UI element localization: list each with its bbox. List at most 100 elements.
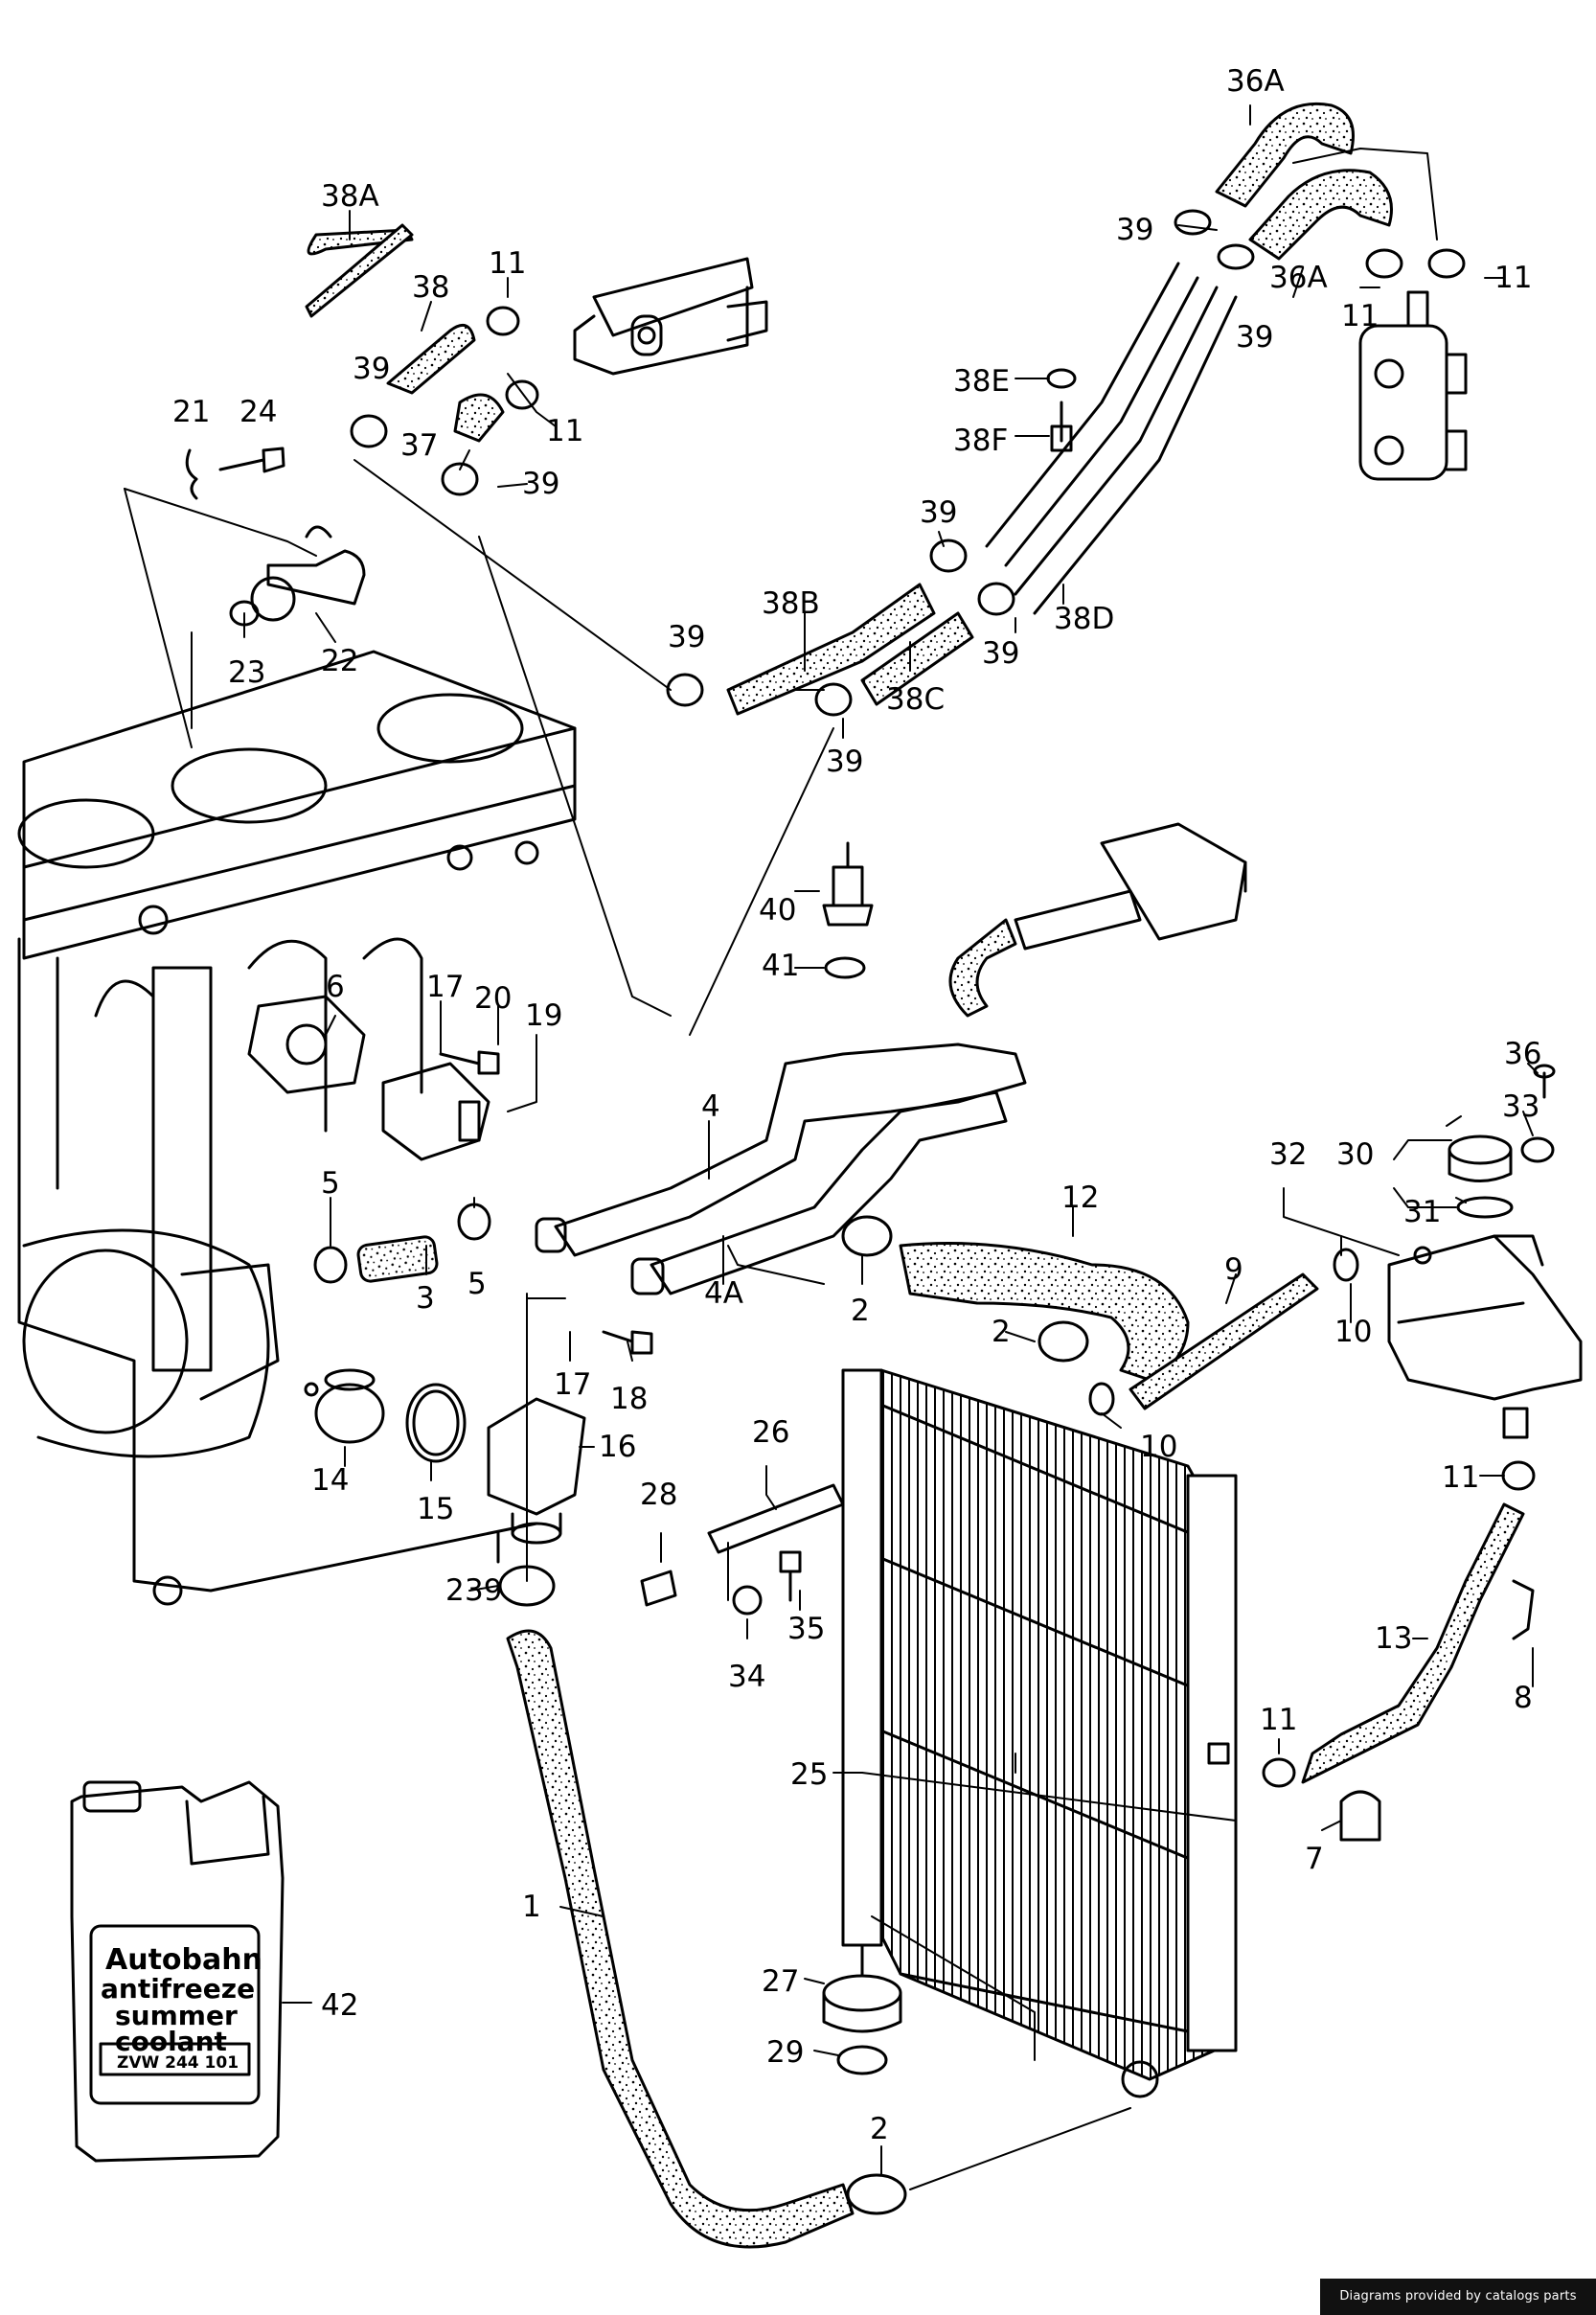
callout-38F: 38F [953, 424, 1008, 458]
housing-16 [487, 1397, 586, 1545]
callout-2-mid: 2 [992, 1315, 1011, 1349]
callout-17-lower: 17 [554, 1367, 591, 1402]
hose-36A-lower [1248, 169, 1393, 261]
hose-38B [726, 583, 936, 716]
callout-38A: 38A [321, 179, 379, 214]
callout-39-right: 39 [1236, 320, 1273, 355]
callout-24: 24 [239, 395, 277, 429]
fitting-38E-38F [1046, 368, 1077, 452]
bottle-label-line3: summer [115, 2000, 238, 2031]
callout-41: 41 [762, 949, 799, 983]
callout-26: 26 [752, 1415, 789, 1450]
clamp-2-bottom [846, 2173, 907, 2215]
nut-34 [732, 1585, 763, 1616]
callout-11-tank: 11 [1442, 1460, 1479, 1495]
callout-2-thermostat: 2 [445, 1573, 465, 1608]
mount-27 [822, 1943, 902, 2033]
callout-27: 27 [762, 1964, 799, 1999]
pipe-4A [630, 1090, 1008, 1295]
pipe-38D [985, 262, 1238, 615]
washer-41 [824, 956, 866, 979]
callout-31: 31 [1403, 1195, 1441, 1229]
hose-3 [356, 1235, 439, 1283]
bolt-28 [640, 1570, 677, 1607]
seal-31 [1456, 1196, 1514, 1219]
bottle-label-line4: coolant [115, 2026, 227, 2057]
clamp-2-upper [841, 1215, 893, 1257]
callout-2-upper: 2 [851, 1294, 870, 1328]
bottle-part-number: ZVW 244 101 [117, 2053, 239, 2073]
callout-10-right: 10 [1334, 1315, 1372, 1349]
callout-8: 8 [1514, 1681, 1533, 1715]
callout-18: 18 [610, 1382, 648, 1416]
callout-19: 19 [525, 998, 562, 1033]
callout-10-lower: 10 [1140, 1430, 1177, 1464]
credit-banner: Diagrams provided by catalogs parts [1320, 2279, 1596, 2315]
hose-38 [386, 323, 476, 395]
o-ring-15 [405, 1383, 467, 1463]
coolant-bottle-42 [70, 1780, 285, 2163]
callout-13: 13 [1375, 1621, 1412, 1656]
clamps-11 [486, 248, 1466, 1788]
callout-36A-top: 36A [1226, 64, 1285, 99]
hose-1 [506, 1629, 855, 2249]
callout-labels: 36A 36A 39 39 11 11 38A 38 11 39 11 37 3… [172, 64, 1541, 2146]
callout-11-top-right-a: 11 [1341, 299, 1379, 333]
clip-8 [1512, 1579, 1535, 1640]
callout-34: 34 [728, 1660, 765, 1694]
bottle-label-line1: Autobahn [105, 1943, 262, 1977]
callout-4A: 4A [704, 1276, 743, 1311]
clamp-5-left [313, 1246, 348, 1284]
leader-lines [124, 104, 1539, 2190]
flange-6 [247, 995, 366, 1094]
callout-4: 4 [701, 1089, 720, 1124]
cap-30 [1448, 1135, 1513, 1182]
clamp-5-right [457, 1203, 491, 1241]
callout-1: 1 [522, 1890, 541, 1924]
callout-39-center-top: 39 [920, 495, 957, 530]
callout-39-left-lower: 39 [522, 467, 559, 501]
pipe-4 [535, 1043, 1027, 1257]
callout-22: 22 [321, 644, 358, 678]
pipe-22 [250, 525, 366, 622]
callout-39-left-center: 39 [668, 620, 705, 654]
heater-valve-top-right [1358, 290, 1468, 481]
callout-11-left-lower: 11 [546, 414, 583, 448]
callout-14: 14 [311, 1463, 349, 1498]
callout-38D: 38D [1054, 602, 1114, 636]
hose-9 [1129, 1272, 1319, 1410]
callout-21: 21 [172, 395, 210, 429]
clamp-2-mid [1037, 1320, 1089, 1363]
callout-23: 23 [228, 655, 265, 690]
callout-39-top-left: 39 [353, 352, 390, 386]
engine-block [17, 650, 577, 1606]
hose-12 [899, 1242, 1190, 1382]
clamps-39 [350, 209, 1255, 717]
callout-5-right: 5 [467, 1267, 487, 1301]
callout-11-radiator: 11 [1260, 1703, 1297, 1737]
callout-9: 9 [1224, 1252, 1243, 1287]
clip-7 [1339, 1790, 1381, 1842]
callout-2-bottom: 2 [870, 2112, 889, 2146]
callout-38B: 38B [762, 586, 820, 621]
bolt-24 [218, 447, 285, 473]
callout-20: 20 [474, 981, 512, 1016]
callout-38: 38 [412, 270, 449, 305]
washer-33 [1520, 1136, 1555, 1163]
pipe-19 [381, 1062, 490, 1161]
callout-17-upper: 17 [426, 970, 464, 1004]
callout-37: 37 [400, 428, 438, 463]
bottle-label-line2: antifreeze [101, 1973, 255, 2005]
callout-30: 30 [1336, 1137, 1374, 1172]
expansion-tank-32 [1387, 1234, 1583, 1439]
callout-33: 33 [1502, 1089, 1539, 1124]
callout-29: 29 [766, 2035, 804, 2070]
bolt-20 [439, 1050, 500, 1075]
radiator-25 [841, 1368, 1238, 2098]
temperature-sender-40 [822, 841, 874, 927]
callout-15: 15 [417, 1492, 454, 1526]
clip-21 [185, 448, 198, 500]
callout-11-top-right-b: 11 [1494, 261, 1532, 295]
hose-38C [860, 611, 974, 706]
